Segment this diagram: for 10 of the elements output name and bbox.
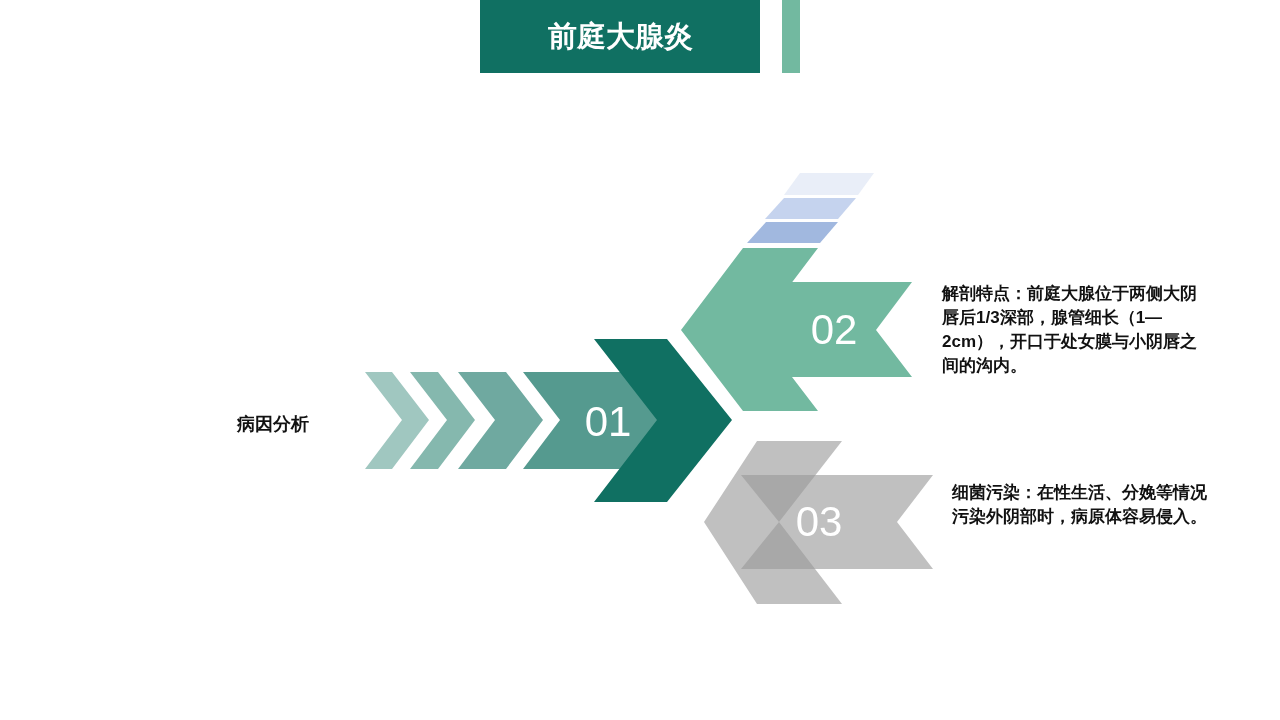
chevron-banner (680, 247, 914, 413)
step-number: 01 (584, 401, 632, 443)
title-banner: 前庭大腺炎 (480, 0, 760, 73)
step-number: 02 (810, 309, 858, 351)
section-heading: 病因分析 (237, 413, 310, 436)
step-number: 03 (795, 501, 843, 543)
description-text: 细菌污染：在性生活、分娩等情况污染外阴部时，病原体容易侵入。 (952, 482, 1208, 528)
chevron-banner (703, 440, 935, 606)
chevron-banner (522, 339, 734, 503)
description-text: 解剖特点：前庭大腺位于两侧大阴唇后1/3深部，腺管细长（1—2cm），开口于处女膜与小阴唇之间的沟内。 (942, 283, 1199, 377)
